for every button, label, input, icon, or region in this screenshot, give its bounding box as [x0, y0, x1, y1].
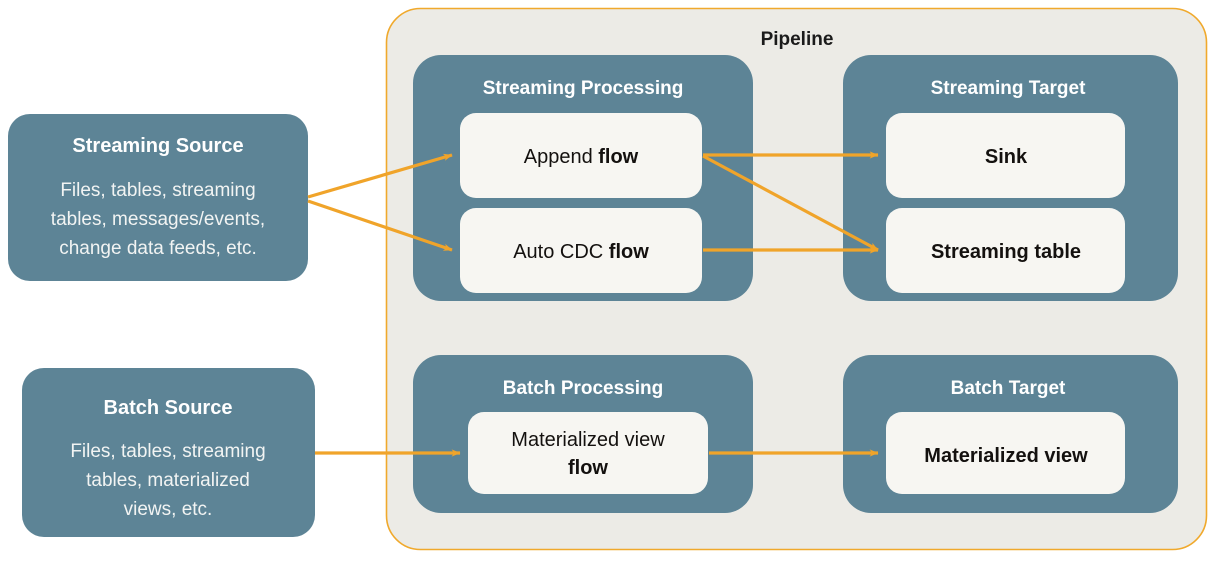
- batch-target-title: Batch Target: [951, 378, 1066, 399]
- streaming-processing-title: Streaming Processing: [483, 78, 684, 99]
- auto-cdc-flow-label-prefix: Auto CDC: [513, 241, 609, 263]
- streaming-source-shape: [8, 114, 308, 281]
- batch-target-group[interactable]: Batch Target Materialized view: [843, 355, 1178, 513]
- materialized-view-label: Materialized view: [924, 445, 1088, 467]
- arrow-streaming-source-to-append-flow: [307, 153, 453, 199]
- arrow-streaming-source-to-auto-cdc-flow: [307, 199, 453, 252]
- materialized-view-shape: [886, 412, 1125, 494]
- sink-shape: [886, 113, 1125, 198]
- pipeline-label: Pipeline: [761, 29, 834, 50]
- streaming-source-desc-line-2: tables, messages/events,: [51, 209, 265, 230]
- sink-card[interactable]: Sink: [886, 113, 1125, 198]
- append-flow-shape: [460, 113, 702, 198]
- arrow-append-flow-to-streaming-table: [702, 154, 879, 252]
- streaming-source-desc-line-1: Files, tables, streaming: [60, 180, 255, 201]
- batch-source-title: Batch Source: [104, 397, 233, 419]
- streaming-table-card[interactable]: Streaming table: [886, 208, 1125, 293]
- streaming-source-box[interactable]: Streaming Source Files, tables, streamin…: [8, 114, 308, 281]
- streaming-source-desc-line-3: change data feeds, etc.: [59, 238, 257, 259]
- batch-processing-title: Batch Processing: [503, 378, 664, 399]
- batch-source-desc-line-1: Files, tables, streaming: [70, 441, 265, 462]
- auto-cdc-flow-label-strong: flow: [609, 241, 649, 263]
- materialized-view-card[interactable]: Materialized view: [886, 412, 1125, 494]
- append-flow-label-prefix: Append: [524, 146, 599, 168]
- auto-cdc-flow-card[interactable]: Auto CDC flow: [460, 208, 702, 293]
- batch-source-shape: [22, 368, 315, 537]
- connectors: [307, 151, 879, 457]
- materialized-view-flow-shape: [468, 412, 708, 494]
- batch-source-box[interactable]: Batch Source Files, tables, streaming ta…: [22, 368, 315, 537]
- streaming-source-title: Streaming Source: [72, 135, 243, 157]
- auto-cdc-flow-label: Auto CDC flow: [513, 241, 649, 263]
- batch-source-desc-line-2: tables, materialized: [86, 470, 250, 491]
- streaming-table-shape: [886, 208, 1125, 293]
- materialized-view-flow-label-line-1: Materialized view: [511, 429, 665, 451]
- batch-processing-group[interactable]: Batch Processing Materialized view flow: [413, 355, 753, 513]
- materialized-view-flow-label-line-2: flow: [568, 457, 608, 479]
- streaming-table-label: Streaming table: [931, 241, 1081, 263]
- append-flow-label-strong: flow: [598, 146, 638, 168]
- streaming-target-title: Streaming Target: [931, 78, 1087, 99]
- streaming-target-group[interactable]: Streaming Target Sink Streaming table: [843, 55, 1178, 301]
- batch-source-desc-line-3: views, etc.: [124, 499, 213, 520]
- append-flow-label: Append flow: [524, 146, 639, 168]
- auto-cdc-flow-shape: [460, 208, 702, 293]
- streaming-processing-group[interactable]: Streaming Processing Append flow Auto CD…: [413, 55, 753, 301]
- materialized-view-flow-card[interactable]: Materialized view flow: [468, 412, 708, 494]
- sink-label: Sink: [985, 146, 1028, 168]
- append-flow-card[interactable]: Append flow: [460, 113, 702, 198]
